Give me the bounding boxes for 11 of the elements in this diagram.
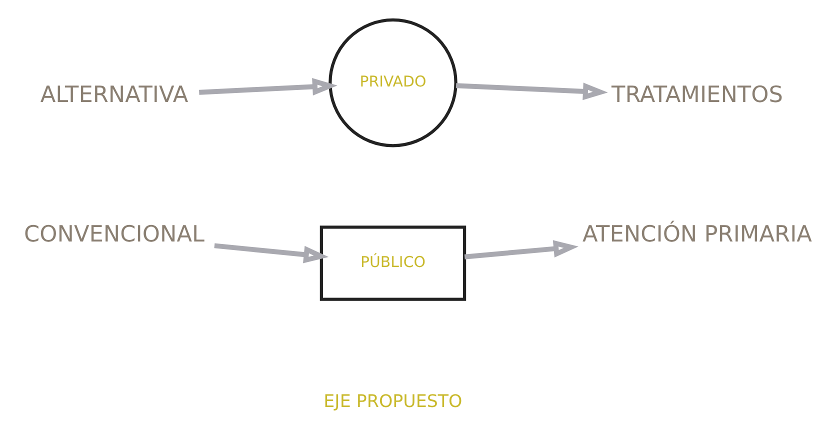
label: EJE PROPUESTO — [323, 392, 462, 412]
node-text: TRATAMIENTOS — [611, 81, 782, 108]
arrow — [198, 78, 337, 95]
arrow — [214, 242, 328, 263]
node-box: PÚBLICO — [319, 225, 466, 300]
arrow — [455, 82, 608, 100]
node-text: ALTERNATIVA — [40, 81, 188, 108]
arrow — [464, 240, 578, 259]
node-text: ATENCIÓN PRIMARIA — [582, 220, 812, 247]
node-text: CONVENCIONAL — [24, 220, 204, 247]
node-circle: PRIVADO — [328, 18, 457, 147]
